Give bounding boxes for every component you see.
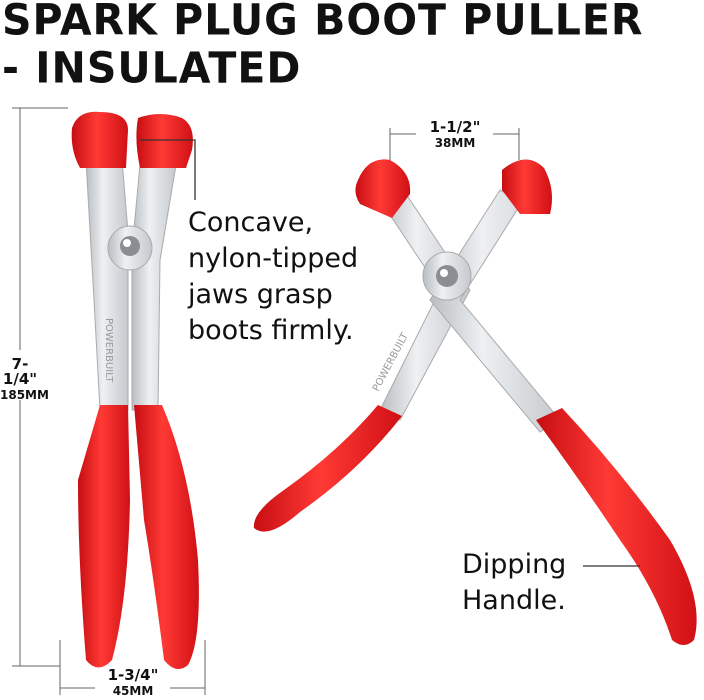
jaw-opening-dimension-line [389, 128, 520, 160]
length-metric: 185MM [0, 388, 49, 402]
right-jaw-tip [136, 114, 193, 168]
open-left-handle [253, 405, 402, 532]
left-handle [78, 405, 130, 668]
handle-callout-line-1: Dipping [462, 549, 567, 580]
jaws-callout-line [140, 139, 196, 200]
jaws-callout-line-2: nylon-tipped [188, 243, 359, 274]
right-handle [134, 405, 199, 669]
handle-width-label: 1-3/4" 45MM [93, 666, 173, 698]
left-jaw-tip [71, 111, 128, 168]
open-left-jaw-tip [355, 159, 411, 218]
handle-width-metric: 45MM [112, 684, 154, 698]
jaw-opening-label: 1-1/2" 38MM [415, 118, 495, 150]
length-dimension-line [12, 107, 68, 667]
handle-callout-line-2: Handle. [462, 585, 566, 616]
handle-width-dimension-line [59, 640, 206, 695]
jaw-opening-imperial: 1-1/2" [429, 118, 481, 136]
length-imperial: 7-1/4" [2, 355, 38, 388]
brand-mark: POWERBUILT [103, 318, 114, 383]
closed-pliers: POWERBUILT [71, 111, 199, 669]
title-line-2: - INSULATED [2, 42, 302, 94]
handle-callout: Dipping Handle. [462, 547, 566, 619]
open-right-jaw-tip [502, 159, 552, 214]
open-right-handle [536, 408, 697, 645]
jaws-callout-line-4: boots firmly. [188, 315, 354, 346]
jaws-callout-line-1: Concave, [188, 207, 314, 238]
handle-width-imperial: 1-3/4" [107, 666, 159, 684]
jaw-opening-metric: 38MM [434, 136, 476, 150]
jaws-callout: Concave, nylon-tipped jaws grasp boots f… [188, 205, 358, 349]
length-label: 7-1/4" 185MM [0, 355, 49, 402]
jaws-callout-line-3: jaws grasp [188, 279, 333, 310]
title-line-1: SPARK PLUG BOOT PULLER [2, 0, 644, 46]
